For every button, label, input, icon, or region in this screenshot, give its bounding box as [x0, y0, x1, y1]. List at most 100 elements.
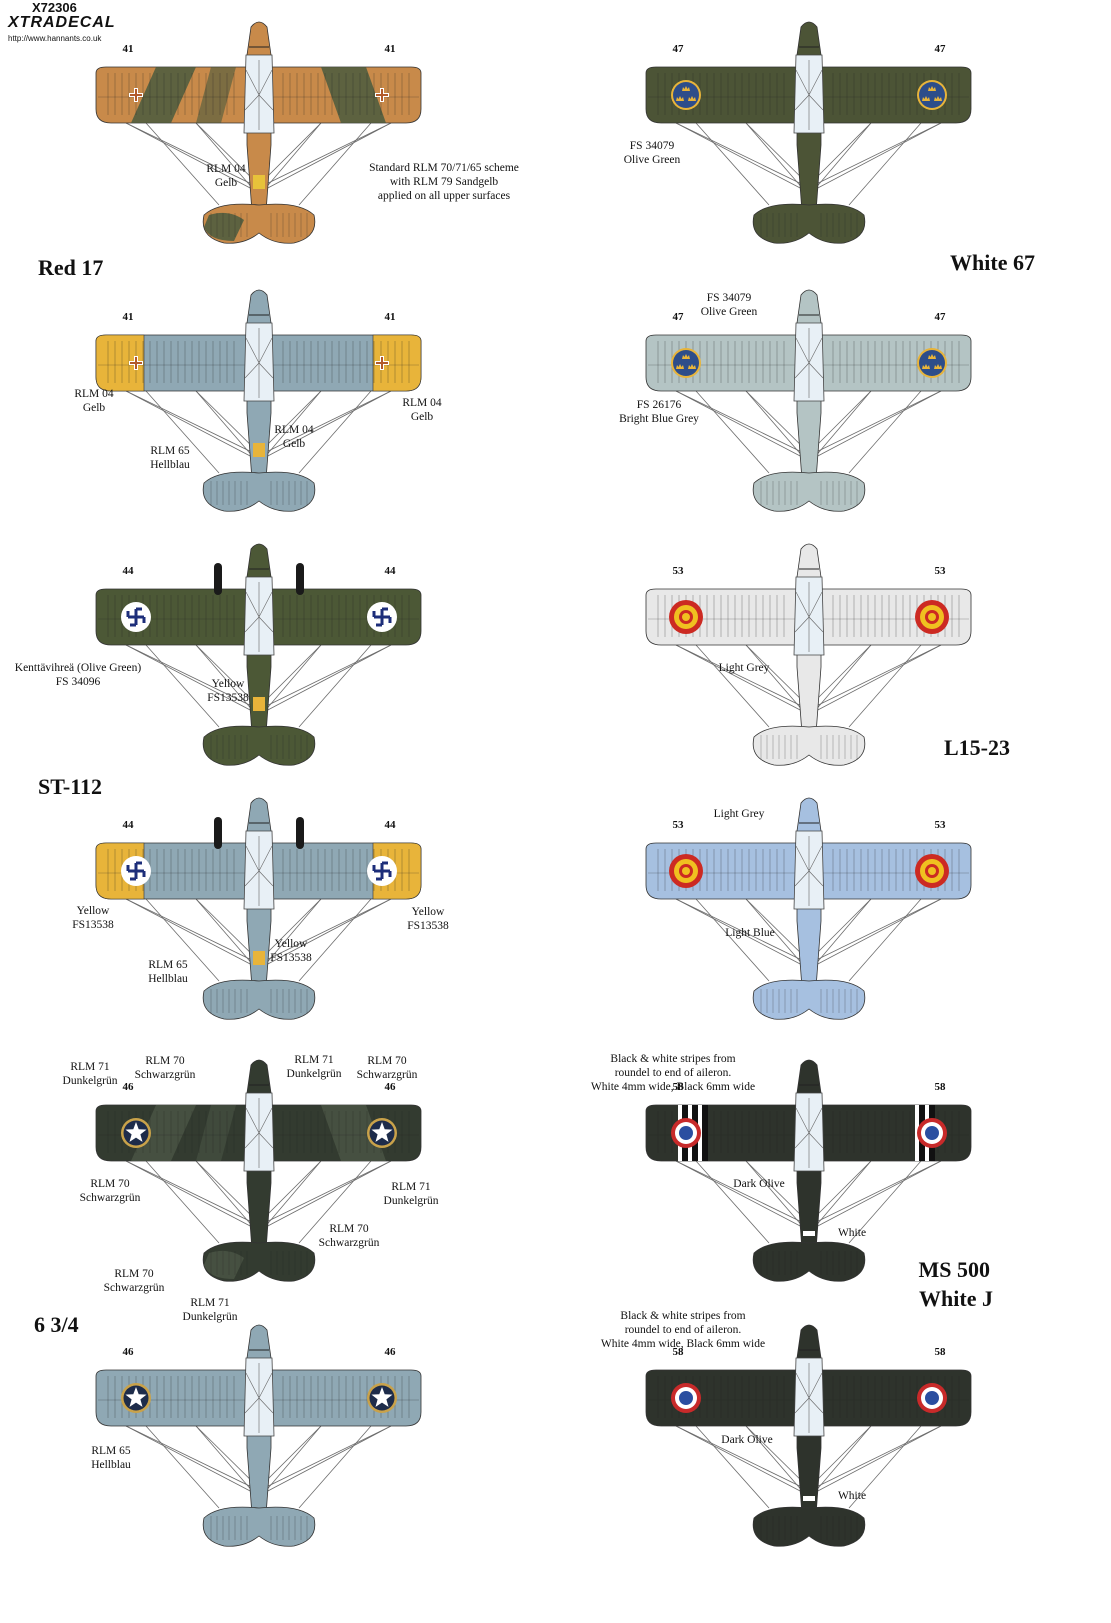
fuselage-band: [803, 1496, 815, 1501]
swedish-insignia: [671, 80, 701, 110]
swedish-insignia: [917, 80, 947, 110]
brand-logo: XTRADECAL: [8, 14, 116, 31]
wing-ribs: [107, 341, 410, 383]
plane-profile-p9: [95, 1059, 422, 1282]
paint-callout: Dark Olive: [721, 1434, 773, 1446]
french-insignia: [671, 1118, 701, 1148]
aircraft-title: White J: [919, 1286, 993, 1311]
canopy-frame: [244, 836, 274, 906]
usstar-insignia: [121, 1383, 151, 1413]
canopy-frame: [794, 1363, 824, 1433]
sheet-code: X72306: [32, 0, 77, 15]
decal-number: 44: [122, 565, 134, 577]
wing-struts: [675, 898, 942, 982]
wing-struts: [125, 1425, 392, 1509]
decal-number: 53: [934, 819, 946, 831]
tail-ribs: [760, 481, 858, 505]
decal-number: 46: [122, 1081, 134, 1093]
camo-patch: [321, 1105, 386, 1161]
french-insignia: [917, 1118, 947, 1148]
decal-number: 58: [934, 1081, 946, 1093]
tailplane: [752, 203, 866, 244]
cross-insignia: [375, 88, 389, 102]
tailplane: [202, 979, 316, 1020]
fuselage-band: [253, 951, 265, 965]
swedish-insignia: [671, 348, 701, 378]
fuselage-band: [253, 697, 265, 711]
decal-number: 53: [672, 819, 684, 831]
canopy-frame: [794, 582, 824, 652]
tail-ribs: [210, 1251, 308, 1275]
aircraft-title: ST-112: [38, 774, 103, 799]
decal-number: 41: [122, 311, 134, 323]
tailplane: [202, 1506, 316, 1547]
romanian-insignia: [915, 600, 949, 634]
canopy-frame: [244, 1098, 274, 1168]
tail-ribs: [210, 213, 308, 237]
tailplane: [752, 1506, 866, 1547]
canopy-frame: [794, 328, 824, 398]
decal-number: 46: [122, 1346, 134, 1358]
cross-insignia: [129, 356, 143, 370]
plane-profile-p3: [95, 289, 422, 512]
swastika-insignia: [121, 602, 151, 632]
decal-number: 46: [384, 1346, 396, 1358]
decal-number: 53: [934, 565, 946, 577]
swedish-insignia: [917, 348, 947, 378]
french-insignia: [917, 1383, 947, 1413]
aircraft-title: 6 3/4: [34, 1312, 79, 1337]
tailplane: [752, 471, 866, 512]
plane-profile-p5: [95, 543, 422, 766]
plane-profile-p11: [95, 1324, 422, 1547]
swastika-insignia: [367, 602, 397, 632]
landing-gear-leg: [214, 563, 222, 595]
canopy-frame: [794, 60, 824, 130]
tail-ribs: [760, 1251, 858, 1275]
aircraft-title: White 67: [950, 250, 1035, 275]
plane-profile-p1: [95, 21, 422, 244]
canopy-frame: [244, 582, 274, 652]
romanian-insignia: [669, 854, 703, 888]
camo-patch: [321, 67, 386, 123]
aircraft-title: MS 500: [918, 1257, 991, 1282]
canopy-frame: [794, 836, 824, 906]
paint-callout: Light Grey: [718, 662, 770, 674]
decal-number: 41: [384, 311, 396, 323]
fuselage-band: [803, 1231, 815, 1236]
cross-insignia: [129, 88, 143, 102]
plane-profile-p7: [95, 797, 422, 1020]
wing-struts: [125, 1160, 392, 1244]
tailplane: [752, 725, 866, 766]
tail-ribs: [760, 989, 858, 1013]
plane-profile-p8: [645, 797, 972, 1020]
plane-profile-p12: [645, 1324, 972, 1547]
fuselage-band: [253, 443, 265, 457]
camo-patch: [204, 212, 244, 241]
tail-ribs: [760, 213, 858, 237]
plane-profile-p4: [645, 289, 972, 512]
canopy-frame: [794, 1098, 824, 1168]
decal-number: 44: [384, 565, 396, 577]
aircraft-title: Red 17: [38, 255, 104, 280]
paint-callout: Dark Olive: [733, 1178, 785, 1190]
landing-gear-leg: [296, 817, 304, 849]
paint-callout: White: [837, 1227, 867, 1239]
